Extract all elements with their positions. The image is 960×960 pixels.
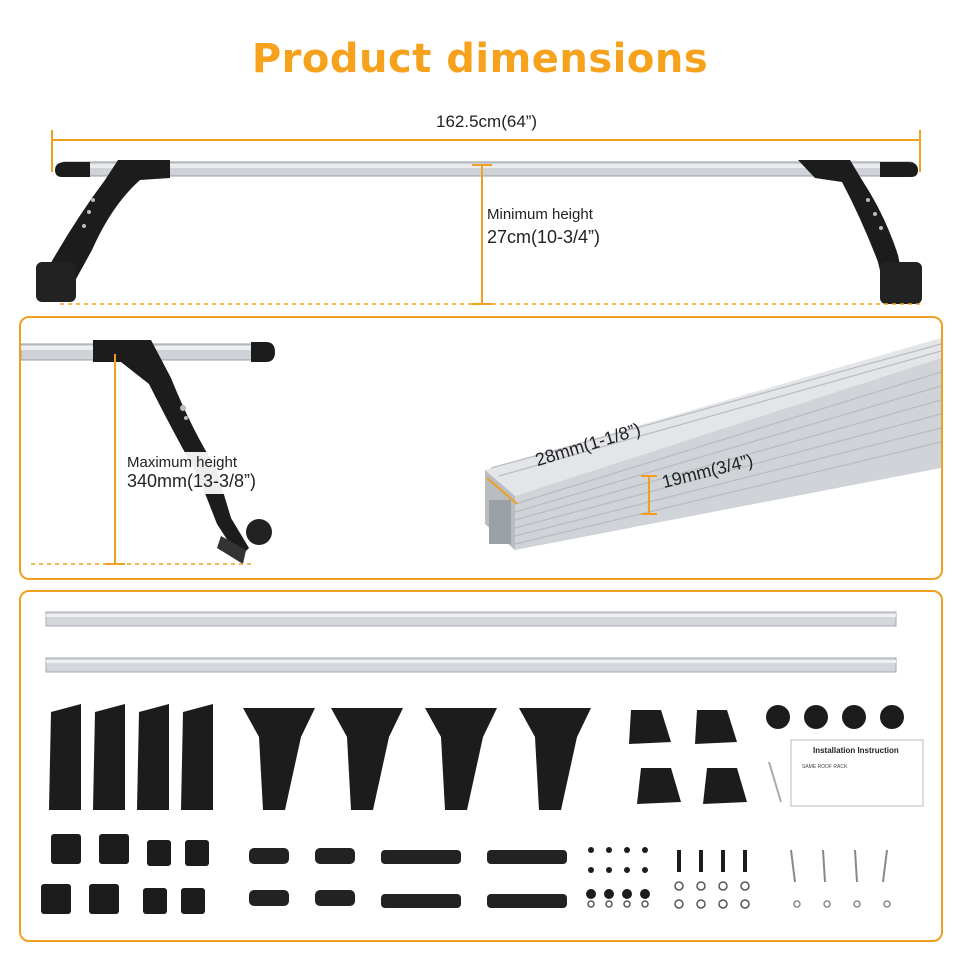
detail-clamp: [217, 536, 246, 564]
profile-top-face: [485, 338, 941, 496]
roof-rack-overview: 162.5cm(64”) Minimum height 27cm(10-3/4”…: [0, 0, 960, 315]
profile-width-dimension-line: [486, 477, 518, 505]
right-foot: [880, 262, 922, 304]
left-tower: [45, 160, 170, 290]
kit-screws: [586, 847, 747, 899]
kit-contents-panel: Installation Instruction SAME ROOF RACK: [19, 590, 943, 942]
kit-nuts: [793, 900, 891, 908]
kit-brackets: [243, 708, 591, 810]
kit-bolts: [790, 849, 888, 883]
min-height-caption: Minimum height: [487, 206, 593, 223]
kit-end-caps: [41, 834, 209, 914]
profile-side-face: [515, 358, 941, 550]
length-label: 162.5cm(64”): [436, 112, 538, 131]
profile-grooves: [490, 343, 942, 545]
kit-contents-illustration: [41, 611, 924, 914]
manual-subtitle: SAME ROOF RACK: [802, 764, 848, 770]
page-title: Product dimensions: [251, 36, 709, 82]
min-height-value: 27cm(10-3/4”): [487, 227, 601, 247]
kit-crossbars: [45, 611, 897, 673]
detail-panel: Maximum height 340mm(13-3/8”) 28mm(1-1/8…: [19, 316, 943, 580]
detail-knob: [246, 519, 272, 545]
detail-end-cap: [251, 342, 275, 362]
kit-tower-legs: [49, 704, 213, 810]
kit-rubber-pads: [249, 848, 567, 908]
max-height-value: 340mm(13-3/8”): [127, 471, 257, 491]
kit-washers: [587, 881, 750, 909]
detail-tower: [93, 340, 249, 558]
kit-knobs: [766, 705, 904, 729]
max-height-label: Maximum height 340mm(13-3/8”): [123, 452, 261, 494]
detail-illustration: [21, 338, 942, 565]
right-tower: [798, 160, 905, 292]
end-cap-right: [880, 162, 918, 177]
kit-mount-pads: [629, 710, 747, 804]
instruction-manual: [790, 739, 924, 807]
end-cap-left: [55, 162, 90, 177]
left-foot: [36, 262, 76, 302]
manual-title: Installation Instruction: [813, 746, 899, 755]
roof-rack-illustration: [36, 130, 922, 305]
max-height-caption: Maximum height: [127, 454, 238, 471]
